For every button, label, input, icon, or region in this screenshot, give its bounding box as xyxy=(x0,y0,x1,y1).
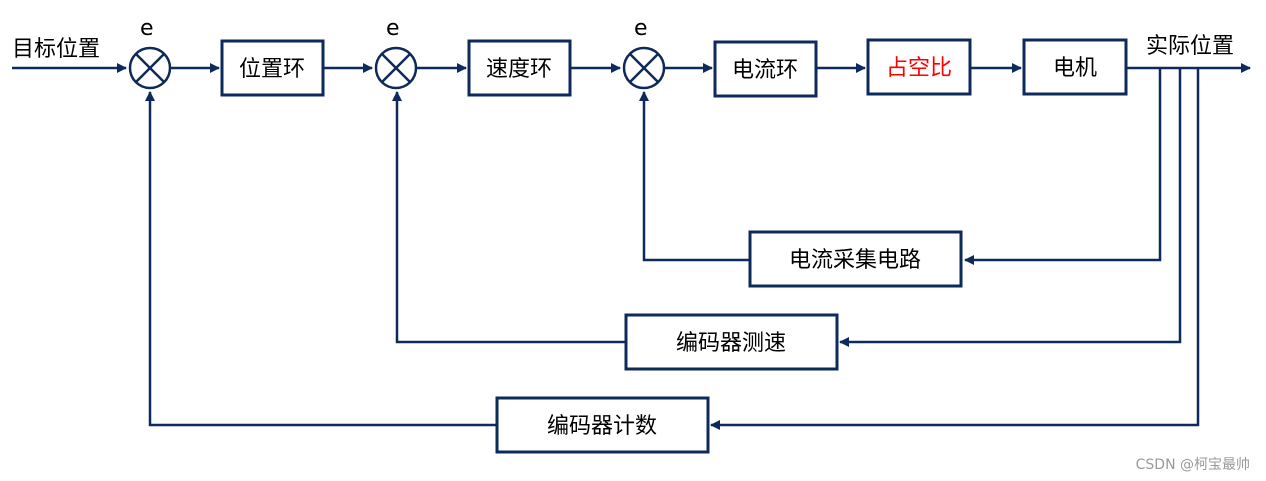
duty-cycle-block: 占空比 xyxy=(866,38,972,96)
summing-junction-current xyxy=(622,46,666,90)
feedback-line-position-out xyxy=(145,91,497,427)
encoder-speed-label: 编码器测速 xyxy=(676,331,786,356)
feedback-line-position-in xyxy=(710,68,1200,430)
error-label-1: e xyxy=(140,16,154,41)
feedback-line-current-in xyxy=(964,68,1162,265)
current-loop-label: 电流环 xyxy=(732,58,798,83)
output-signal-label: 实际位置 xyxy=(1146,34,1234,59)
encoder-speed-block: 编码器测速 xyxy=(624,313,839,371)
encoder-count-block: 编码器计数 xyxy=(495,396,710,454)
motor-block: 电机 xyxy=(1022,38,1128,96)
summing-junction-speed xyxy=(374,46,418,90)
speed-loop-block: 速度环 xyxy=(467,39,572,97)
encoder-count-label: 编码器计数 xyxy=(547,414,657,439)
speed-loop-label: 速度环 xyxy=(486,57,552,82)
feedback-line-current-out xyxy=(639,91,750,262)
watermark: CSDN @柯宝最帅 xyxy=(1136,457,1250,473)
error-label-2: e xyxy=(386,16,400,41)
motor-label: 电机 xyxy=(1053,56,1097,81)
position-loop-label: 位置环 xyxy=(239,57,305,82)
current-loop-block: 电流环 xyxy=(713,40,818,98)
position-loop-block: 位置环 xyxy=(220,39,325,97)
current-sensing-label: 电流采集电路 xyxy=(789,248,921,273)
summing-junction-position xyxy=(128,46,172,90)
current-sensing-block: 电流采集电路 xyxy=(748,230,963,288)
feedback-line-speed-in xyxy=(839,68,1182,347)
error-label-3: e xyxy=(634,16,648,41)
feedback-line-speed-out xyxy=(392,91,626,344)
input-signal-label: 目标位置 xyxy=(12,37,100,62)
duty-cycle-label: 占空比 xyxy=(886,56,952,81)
